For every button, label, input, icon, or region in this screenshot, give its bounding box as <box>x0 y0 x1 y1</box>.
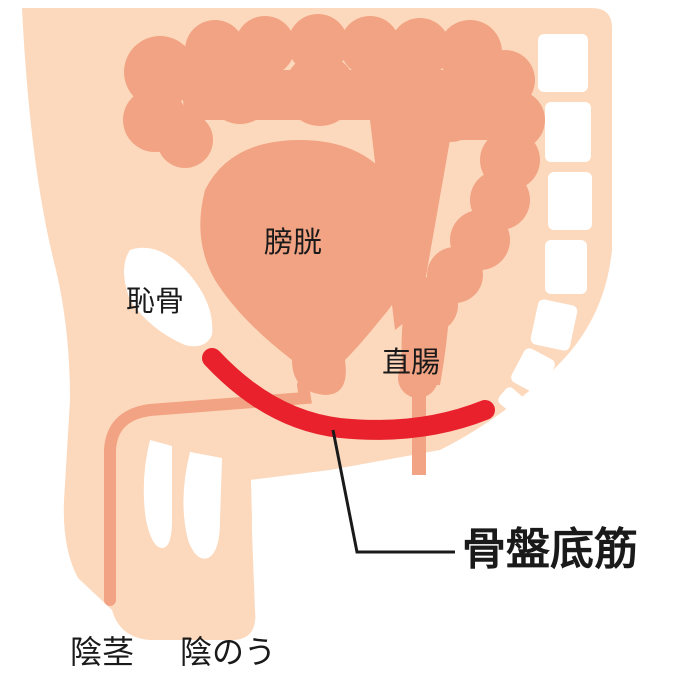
pelvic-floor-muscle-label: 骨盤底筋 <box>462 524 638 575</box>
pubic-bone-label: 恥骨 <box>126 284 185 318</box>
bladder-label: 膀胱 <box>264 225 323 259</box>
sacrum-vertebrae <box>498 34 592 413</box>
leader-line <box>331 429 455 554</box>
pubic-bone <box>124 247 213 347</box>
penis-label: 陰茎 <box>70 633 135 671</box>
pelvic-floor-muscle <box>202 348 495 440</box>
gap-left <box>143 440 172 548</box>
rectum-label: 直腸 <box>382 345 441 379</box>
bladder <box>200 140 413 395</box>
gap-right <box>183 452 222 559</box>
urethra <box>104 379 312 606</box>
scrotum-label: 陰のう <box>180 633 277 671</box>
colon <box>123 14 545 475</box>
